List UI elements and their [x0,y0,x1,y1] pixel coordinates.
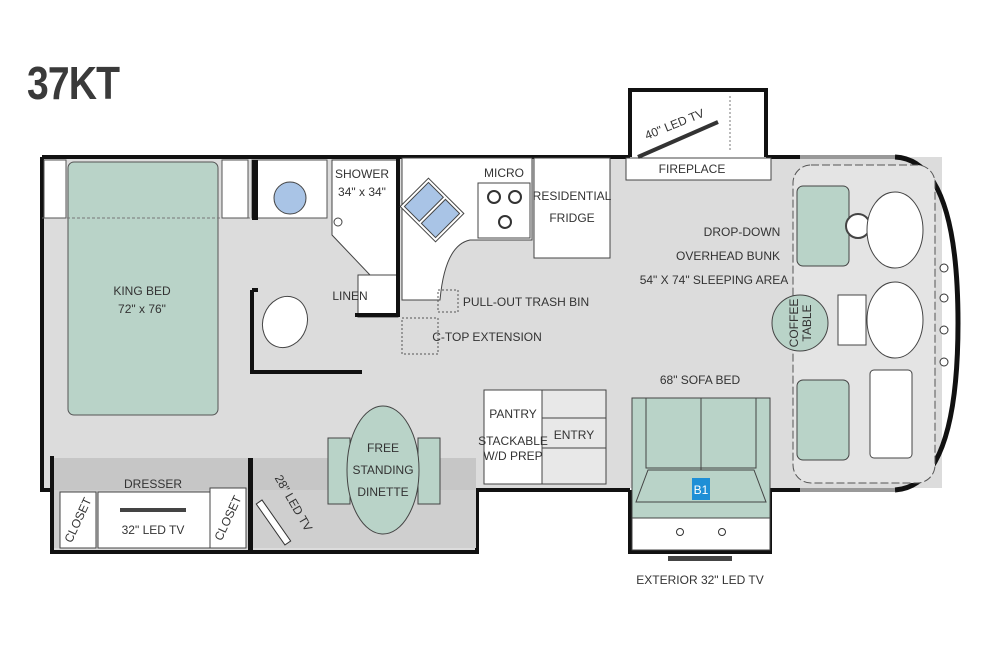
king-bed-size: 72" x 76" [118,302,166,316]
residential-fridge [533,157,611,259]
sofa-bed-label: 68" SOFA BED [660,373,741,387]
coffee-table-label-2: TABLE [800,304,814,341]
dinette-bench-right [417,437,441,505]
cab [792,164,949,484]
entry-steps [541,389,607,485]
dinette-label-3: DINETTE [357,485,408,499]
fireplace-label: FIREPLACE [659,162,726,176]
tv-40-icon [637,120,719,159]
tv-32-label: 32" LED TV [122,523,185,537]
sink-icon [273,181,307,215]
king-bed-label: KING BED [113,284,171,298]
bunk-label-1: DROP-DOWN [704,225,781,239]
cooktop [477,182,531,239]
tv-28-icon [255,499,292,546]
trash-bin-outline [437,289,459,313]
exterior-tv-label: EXTERIOR 32" LED TV [636,573,763,587]
shower-size: 34" x 34" [338,185,386,199]
dresser-label: DRESSER [124,477,182,491]
dinette-table [346,405,420,535]
steering-wheel-icon [845,213,871,239]
cooktop-burners [487,190,522,229]
bunk-label-2: OVERHEAD BUNK [676,249,780,263]
nightstand-left [43,159,67,219]
closet-right [209,487,247,549]
captain-chair-right [796,379,850,461]
tv-32-icon [120,508,186,512]
nightstand-right [221,159,249,219]
fridge-label-2: FRIDGE [549,211,594,225]
shower-label: SHOWER [335,167,389,181]
b1-badge-label: B1 [694,483,709,497]
entry-label: ENTRY [554,428,594,442]
microwave-label: MICRO [484,166,524,180]
kitchen-sink [399,177,465,243]
pantry [483,389,543,485]
closet-left [59,491,97,549]
cab-wall-top [800,155,895,159]
tv-32-cabinet [97,491,211,549]
dinette-label-1: FREE [367,441,399,455]
exterior-tv-icon [668,556,732,561]
king-bed [67,161,219,416]
coffee-table-label: COFFEE [787,299,801,348]
linen-cabinet [357,274,399,318]
b1-badge [692,478,710,500]
ctop-extension-label: C-TOP EXTENSION [432,330,542,344]
stackable-label: STACKABLE [478,434,548,448]
fridge-label: RESIDENTIAL [533,189,612,203]
cab-wall-bottom [800,488,895,492]
fireplace [625,157,772,181]
toilet-icon [261,295,309,349]
captain-chair-left [796,185,850,267]
bunk-size: 54" X 74" SLEEPING AREA [640,273,789,287]
model-title: 37KT [27,57,120,109]
dinette-label-2: STANDING [352,463,413,477]
pantry-label: PANTRY [489,407,537,421]
wd-prep-label: W/D PREP [483,449,542,463]
ctop-outline [401,317,439,355]
coffee-table [771,294,829,352]
linen-label: LINEN [332,289,367,303]
trash-bin-label: PULL-OUT TRASH BIN [463,295,589,309]
